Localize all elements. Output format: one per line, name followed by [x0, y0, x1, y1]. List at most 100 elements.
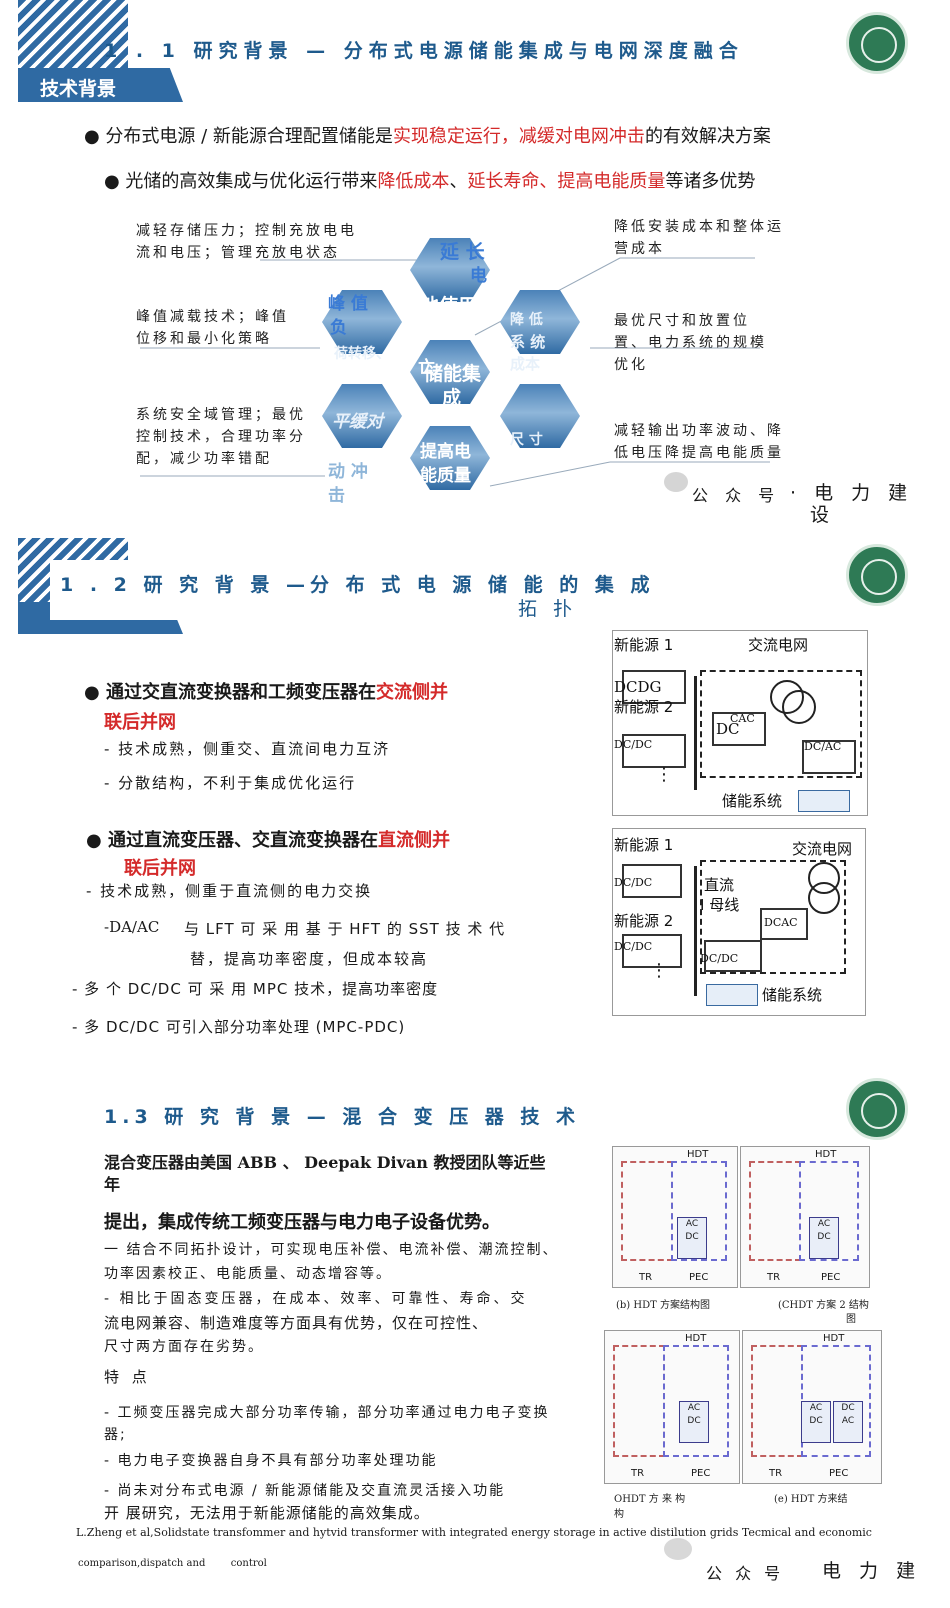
hex-text-extend-life-3: 池使用: [420, 295, 478, 317]
bullet-ac: ● 通过交直流变换器和工频变压器在交流侧并: [84, 682, 448, 703]
d2-dcdc2: DC/DC: [614, 940, 653, 953]
intro-3: 一 结合不同拓扑设计，可实现电压补偿、电流补偿、潮流控制、功率因素校正、电能质量…: [104, 1242, 559, 1282]
dc-point-1: - 技术成熟，侧重于直流侧的电力交换: [86, 882, 373, 900]
connector-lines: [140, 257, 770, 487]
hex-text-smooth-2: 动 冲: [328, 462, 368, 482]
intro-1: 混合变压器由美国 ABB 、 Deepak Divan 教授团队等近些年: [104, 1153, 546, 1194]
dc-point-2c: 替，提高功率密度，但成本较高: [190, 950, 429, 968]
tag-label: 技术背景: [40, 78, 117, 100]
d2-storage: 储能系统: [762, 986, 823, 1004]
d2-box-dcdc3: [704, 940, 762, 972]
caption-c: (CHDT 方案 2 结构: [778, 1300, 869, 1311]
hex-text-integration: 储能集: [424, 363, 482, 385]
hex-text-extend-life-2: 电: [470, 266, 487, 286]
d2-dcdc3: DC/DC: [700, 952, 739, 965]
hex-text-smooth-3: 击: [328, 486, 345, 506]
d2-box-dcac: [760, 908, 808, 940]
hex-text-quality: 提高电: [420, 442, 471, 462]
d1-storage: 储能系统: [722, 792, 783, 810]
bullet-1: ● 分布式电源 / 新能源合理配置储能是实现稳定运行，减缓对电网冲击的有效解决方…: [84, 126, 771, 147]
right-desc-3: 减轻输出功率波动、降低电压降提高电能质量: [614, 423, 784, 461]
slide-title: 1 . 1 研究背景 — 分布式电源储能集成与电网深度融合: [104, 40, 744, 62]
hex-upper-left: [322, 290, 402, 354]
left-desc-2: 峰值减载技术；峰值位移和最小化策略: [136, 309, 289, 347]
d1-box-cac: [712, 712, 766, 746]
d2-box-dcdc1: [622, 864, 682, 898]
d2-bus-label: 直流: [704, 876, 735, 894]
watermark-2: 电 力 建: [822, 1560, 922, 1582]
diagram-ac-parallel: [612, 630, 868, 816]
diagram-dc-parallel: [612, 828, 866, 1016]
d1-ns1: 新能源 1: [614, 636, 674, 654]
watermark-1: 公 众 号: [692, 486, 781, 505]
hex-text-extend-life: 延 长: [440, 241, 485, 263]
d2-ns1: 新能源 1: [614, 836, 674, 854]
feature-2: - 电力电子变换器自身不具有部分功率处理功能: [104, 1453, 438, 1469]
watermark-2: · 电 力 建: [790, 482, 914, 504]
hex-text-peak: 峰 值: [328, 294, 368, 314]
hex-text-peak-3: 荷转移、: [334, 346, 390, 362]
compare-2: 流电网兼容、制造难度等方面具有优势，仅在可控性、: [104, 1314, 489, 1332]
d1-dots-icon: ⋮: [655, 764, 673, 785]
left-desc-1: 减轻存储压力；控制充放电电流和电压；管理充放电状态: [136, 223, 357, 261]
hex-text-size: 尺 寸: [510, 432, 543, 448]
feature-1: - 工频变压器完成大部分功率传输，部分功率通过电力电子变换器;: [104, 1405, 550, 1443]
compare-3: 尺寸两方面存在劣势。: [104, 1339, 264, 1355]
d1-box-dcdg: [622, 670, 686, 704]
intro-2: 提出，集成传统工频变压器与电力电子设备优势。: [104, 1212, 500, 1233]
caption-d: OHDT 方 来 构: [614, 1494, 686, 1505]
bullet-ac-2: 联后并网: [104, 712, 176, 733]
d2-dash-region: [700, 860, 846, 974]
university-logo: [846, 12, 908, 74]
hex-text-quality-2: 能质量: [420, 466, 471, 486]
hex-text-integration-2: 成: [442, 387, 462, 409]
hex-text-cost: 降 低: [510, 312, 543, 328]
d2-bus: [694, 866, 697, 996]
features-heading: 特 点: [104, 1368, 151, 1386]
hex-text-cost-3: 成本: [510, 355, 541, 373]
hex-text-center-0: 亡: [418, 358, 435, 378]
d1-dash-region: [700, 670, 862, 778]
hex-bottom: [410, 426, 490, 490]
hex-center: [410, 340, 490, 404]
ac-point-1: - 技术成熟，侧重交、直流间电力互济: [104, 740, 391, 758]
d1-dcdc: DC/DC: [614, 738, 653, 751]
d1-box-dcdc: [622, 734, 686, 768]
hex-text-peak-2: 负: [330, 318, 347, 338]
d2-dots-icon: ⋮: [650, 960, 668, 981]
slide-title-2: 拓 扑: [518, 598, 578, 620]
caption-e: (e) HDT 方来结: [774, 1494, 848, 1505]
hex-text-cost-2: 系 统: [510, 333, 546, 351]
d2-dcac: DCAC: [764, 916, 798, 929]
tag-banner: [18, 68, 183, 102]
d2-bus-label-2: I 母线: [700, 896, 740, 914]
slide-title-white-bg: [50, 560, 570, 620]
d1-grid: 交流电网: [748, 636, 809, 654]
wechat-icon: [664, 1538, 692, 1560]
dc-point-3: - 多 个 DC/DC 可 采 用 MPC 技术，提高功率密度: [72, 980, 439, 998]
right-desc-2: 最优尺寸和放置位置、电力系统的规模优化: [614, 313, 767, 373]
dc-point-2a: -DA/AC: [104, 918, 160, 936]
d2-battery-icon: [706, 984, 758, 1006]
caption-b: (b) HDT 方案结构图: [616, 1300, 710, 1311]
d1-transformer-icon-2: [782, 690, 816, 724]
d1-cac: CAC: [730, 712, 755, 725]
compare-1: - 相比于固态变压器，在成本、效率、可靠性、寿命、交: [104, 1291, 528, 1307]
university-logo: [846, 1078, 908, 1140]
left-desc-3: 系统安全域管理；最优控制技术，合理功率分配，减少功率错配: [136, 407, 306, 467]
d1-dcdg: DCDG: [614, 678, 662, 696]
slide-title: 1.3 研 究 背 景 — 混 合 变 压 器 技 术: [104, 1106, 581, 1128]
corner-decoration: [18, 0, 128, 70]
d1-bus: [694, 676, 697, 790]
dc-point-2b: 与 LFT 可 采 用 基 于 HFT 的 SST 技 术 代: [184, 920, 506, 938]
feature-3a: - 尚未对分布式电源 / 新能源储能及交直流灵活接入功能: [104, 1483, 506, 1499]
university-logo: [846, 544, 908, 606]
right-desc-1: 降低安装成本和整体运营成本: [614, 219, 784, 257]
d1-battery-icon: [798, 790, 850, 812]
d1-box-dcac: [802, 740, 856, 774]
feature-3b: 开 展研究，无法用于新能源储能的高效集成。: [104, 1504, 430, 1522]
